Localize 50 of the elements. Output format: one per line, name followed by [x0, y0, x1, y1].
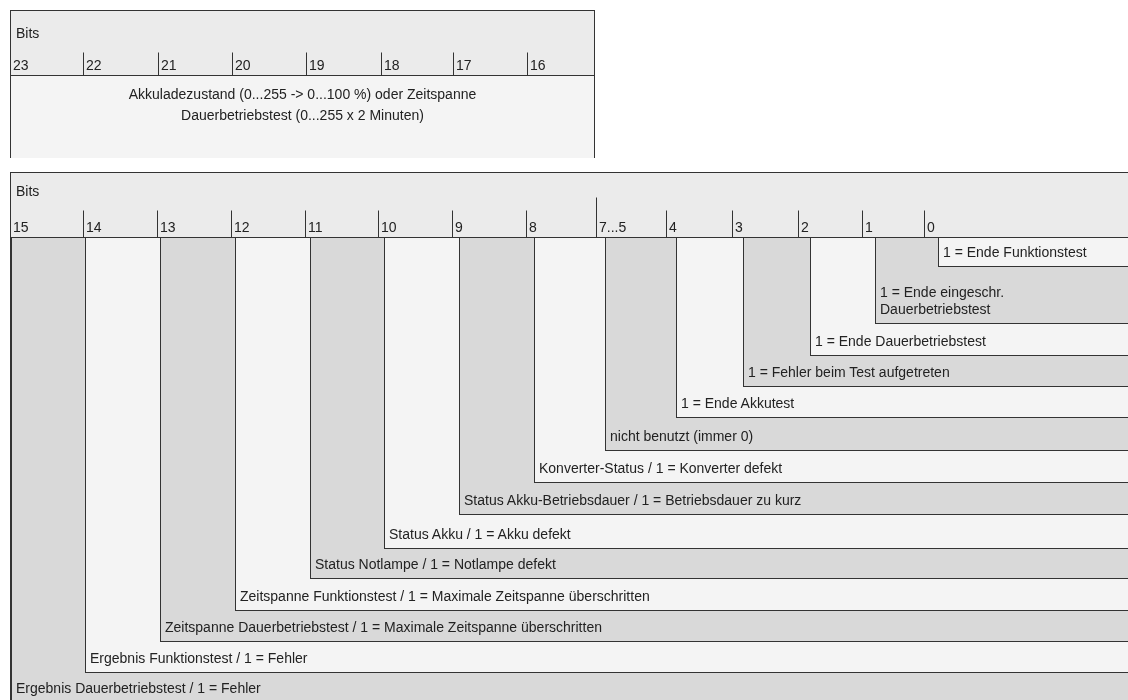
register-box	[10, 10, 595, 158]
bit-description: Ergebnis Dauerbetriebstest / 1 = Fehler	[16, 680, 261, 697]
bit-number: 14	[86, 219, 102, 236]
bit-number: 16	[530, 57, 546, 74]
bit-number: 21	[161, 57, 177, 74]
bit-description: 1 = Fehler beim Test aufgetreten	[748, 364, 950, 381]
bit-number: 3	[735, 219, 743, 236]
bit-number: 2	[801, 219, 809, 236]
bit-field-box	[310, 238, 1128, 579]
bit-number: 0	[927, 219, 935, 236]
bit-description: Zeitspanne Dauerbetriebstest / 1 = Maximale Zeitspanne überschritten	[165, 619, 602, 636]
bit-number: 8	[529, 219, 537, 236]
bit-number: 17	[456, 57, 472, 74]
bit-description: Ergebnis Funktionstest / 1 = Fehler	[90, 650, 308, 667]
bit-field-box	[384, 238, 1128, 549]
bit-field-box	[676, 238, 1128, 418]
bit-number: 22	[86, 57, 102, 74]
bit-number: 1	[865, 219, 873, 236]
header-label: Bits	[16, 183, 40, 200]
bit-number: 13	[160, 219, 176, 236]
bit-number: 11	[308, 219, 323, 236]
bit-number: 9	[455, 219, 463, 236]
bit-description: Konverter-Status / 1 = Konverter defekt	[539, 460, 783, 477]
bit-number: 23	[13, 57, 29, 74]
bit-number: 19	[309, 57, 325, 74]
bit-field-box	[743, 238, 1128, 387]
bit-number: 15	[13, 219, 29, 236]
bit-description: 1 = Ende Funktionstest	[943, 244, 1087, 261]
bit-field-box	[810, 238, 1128, 356]
bit-description: Status Akku-Betriebsdauer / 1 = Betriebsdauer zu kurz	[464, 492, 802, 509]
bit-field-box	[605, 238, 1128, 451]
bit-field-box	[875, 238, 1128, 324]
bit-description: Status Notlampe / 1 = Notlampe defekt	[315, 556, 556, 573]
field-description: Akkuladezustand (0...255 -> 0...100 %) oder Zeitspanne Dauerbetriebstest (0...255 x 2 Minuten)	[11, 75, 594, 158]
bit-field-box	[938, 238, 1128, 267]
bit-field-box	[534, 238, 1128, 483]
bit-number: 18	[384, 57, 400, 74]
bit-description: Status Akku / 1 = Akku defekt	[389, 526, 571, 543]
bit-number: 7...5	[599, 219, 627, 236]
bit-number: 12	[234, 219, 250, 236]
bit-description: 1 = Ende eingeschr. Dauerbetriebstest	[880, 284, 1006, 318]
bit-number: 4	[669, 219, 677, 236]
bit-description: nicht benutzt (immer 0)	[610, 428, 754, 445]
bit-description: 1 = Ende Akkutest	[681, 395, 795, 412]
bit-description: 1 = Ende Dauerbetriebstest	[815, 333, 986, 350]
header-label: Bits	[16, 25, 40, 42]
bit-field-box	[459, 238, 1128, 515]
bit-number: 20	[235, 57, 251, 74]
bit-number: 10	[381, 219, 397, 236]
bit-description: Zeitspanne Funktionstest / 1 = Maximale Zeitspanne überschritten	[240, 588, 650, 605]
